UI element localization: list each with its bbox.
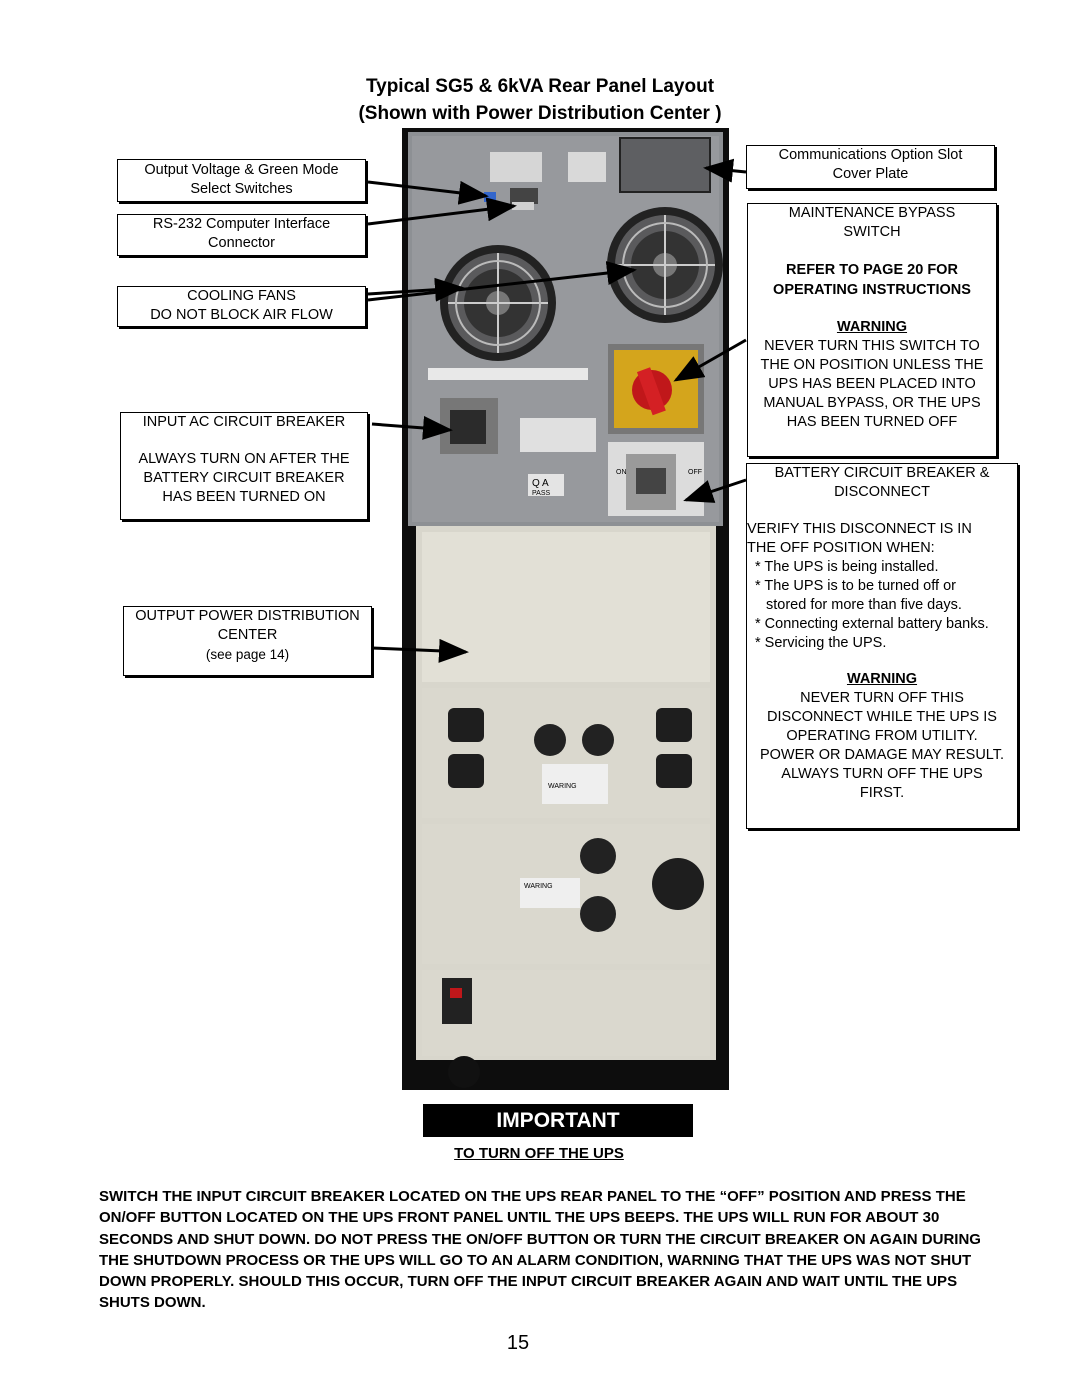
callout-text: Communications Option Slot (778, 147, 963, 163)
warning-heading: WARNING (836, 319, 908, 335)
page-title: Typical SG5 & 6kVA Rear Panel Layout (365, 76, 715, 97)
callout-text: OUTPUT POWER DISTRIBUTION (135, 608, 360, 624)
list-item: * Servicing the UPS. (755, 635, 887, 651)
turn-off-instructions: SWITCH THE INPUT CIRCUIT BREAKER LOCATED… (99, 1188, 981, 1312)
qa-pass-label: Q A PASS (528, 474, 564, 497)
svg-text:PASS: PASS (532, 490, 550, 497)
callout-text: OPERATING INSTRUCTIONS (773, 282, 971, 298)
callout-text: VERIFY THIS DISCONNECT IS IN (747, 521, 972, 537)
callout-text: DO NOT BLOCK AIR FLOW (150, 307, 333, 323)
callout-text: RS-232 Computer Interface (152, 216, 331, 232)
callout-text: Connector (208, 235, 275, 251)
callout-text: OPERATING FROM UTILITY. (786, 728, 978, 744)
callout-input-breaker: INPUT AC CIRCUIT BREAKER ALWAYS TURN ON … (120, 412, 368, 520)
twist-lock-outlet (580, 896, 616, 932)
callout-text: REFER TO PAGE 20 FOR (786, 262, 958, 278)
list-item: * Connecting external battery banks. (755, 616, 989, 632)
twist-lock-outlet (580, 838, 616, 874)
callout-battery-breaker: BATTERY CIRCUIT BREAKER & DISCONNECT VER… (746, 463, 1018, 829)
callout-text: HAS BEEN TURNED OFF (786, 414, 958, 430)
comm-slot-cover (619, 137, 711, 193)
callout-text: NEVER TURN THIS SWITCH TO (764, 338, 980, 354)
callout-maintenance-bypass: MAINTENANCE BYPASS SWITCH REFER TO PAGE … (747, 203, 997, 457)
svg-text:OFF: OFF (688, 469, 702, 476)
callout-text: MAINTENANCE BYPASS (788, 205, 956, 221)
callout-text: POWER OR DAMAGE MAY RESULT. (759, 747, 1005, 763)
callout-text: MANUAL BYPASS, OR THE UPS (763, 395, 981, 411)
callout-text: SWITCH (843, 224, 901, 240)
callout-rs232: RS-232 Computer Interface Connector (117, 214, 366, 256)
rs232-connector (510, 188, 538, 204)
callout-text: THE ON POSITION UNLESS THE (760, 357, 984, 373)
list-item: * The UPS is to be turned off or (755, 578, 956, 594)
callout-text: (see page 14) (205, 647, 290, 662)
battery-disconnect-photo: ON OFF (608, 442, 704, 516)
small-breaker (442, 978, 472, 1024)
page-number: 15 (506, 1332, 530, 1354)
outlets-row: WARING (448, 708, 692, 804)
large-outlet (652, 858, 704, 910)
input-breaker-photo (440, 398, 498, 454)
callout-text: DISCONNECT (834, 484, 930, 500)
important-banner: IMPORTANT (423, 1104, 693, 1137)
callout-output-pdc: OUTPUT POWER DISTRIBUTION CENTER (see pa… (123, 606, 372, 676)
callout-text: COOLING FANS (187, 288, 296, 304)
callout-output-voltage: Output Voltage & Green Mode Select Switc… (117, 159, 366, 202)
callout-text: INPUT AC CIRCUIT BREAKER (142, 414, 346, 430)
callout-text: Select Switches (190, 181, 293, 197)
mode-switches (484, 192, 496, 202)
callout-text: HAS BEEN TURNED ON (162, 489, 326, 505)
callout-text: BATTERY CIRCUIT BREAKER & (774, 465, 990, 481)
cooling-fan-left (440, 245, 556, 361)
callout-text: DISCONNECT WHILE THE UPS IS (767, 709, 997, 725)
callout-cooling-fans: COOLING FANS DO NOT BLOCK AIR FLOW (117, 286, 366, 327)
callout-text: ALWAYS TURN ON AFTER THE (138, 451, 350, 467)
callout-text: BATTERY CIRCUIT BREAKER (143, 470, 345, 486)
turn-off-heading: TO TURN OFF THE UPS (454, 1145, 624, 1162)
list-item: stored for more than five days. (766, 597, 962, 613)
callout-text: Output Voltage & Green Mode (144, 162, 339, 178)
list-item: * The UPS is being installed. (755, 559, 939, 575)
ups-rear-panel-photo: ON OFF Q A PASS WARING WARING (402, 128, 729, 1090)
callout-text: THE OFF POSITION WHEN: (747, 540, 935, 556)
callout-text: UPS HAS BEEN PLACED INTO (768, 376, 976, 392)
cooling-fan-right (607, 207, 723, 323)
svg-text:WARING: WARING (524, 883, 553, 890)
callout-comm-slot: Communications Option Slot Cover Plate (746, 145, 995, 189)
svg-text:Q A: Q A (532, 478, 549, 489)
callout-text: Cover Plate (832, 166, 909, 182)
svg-text:WARING: WARING (548, 783, 577, 790)
callout-text: FIRST. (859, 785, 905, 801)
callout-text: ALWAYS TURN OFF THE UPS (781, 766, 983, 782)
svg-text:ON: ON (616, 469, 627, 476)
callout-text: CENTER (217, 627, 278, 643)
warning-heading: WARNING (846, 671, 918, 687)
page-subtitle: (Shown with Power Distribution Center ) (358, 103, 722, 124)
maintenance-bypass-switch (608, 344, 704, 434)
callout-text: NEVER TURN OFF THIS (800, 690, 964, 706)
